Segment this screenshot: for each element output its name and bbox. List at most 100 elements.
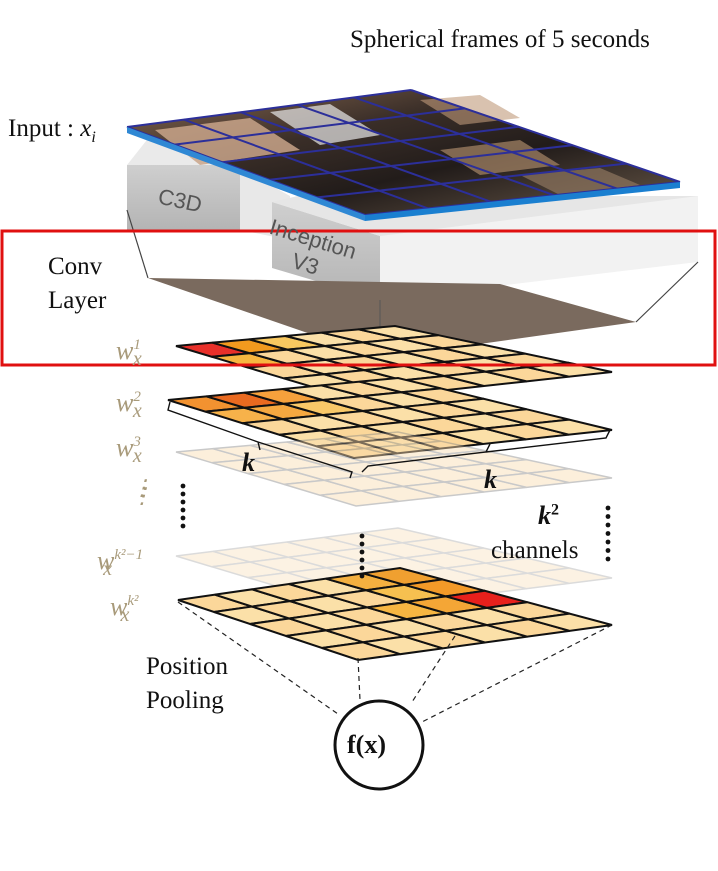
weight-cell	[249, 454, 327, 471]
ellipsis-dot	[605, 522, 611, 528]
weight-cell	[485, 572, 570, 590]
input-label: Input : xi	[8, 115, 96, 147]
k-label-left: k	[242, 448, 255, 477]
weight-cell	[402, 481, 485, 498]
weight-cell	[405, 467, 487, 483]
input-frames	[126, 89, 681, 221]
ellipsis-dot	[180, 515, 186, 521]
conv-label-line1: Conv	[48, 253, 103, 280]
weight-cell	[175, 447, 251, 464]
weight-cell	[527, 567, 613, 585]
k-label-right: k	[484, 465, 497, 494]
pooling-label-line2: Pooling	[146, 687, 224, 714]
input-sub: i	[91, 129, 96, 146]
weight-cell	[326, 546, 406, 564]
channels-label: channels	[491, 537, 579, 564]
ellipsis-dot	[180, 491, 186, 497]
output-label: f(x)	[347, 730, 386, 759]
weight-cell	[360, 527, 441, 544]
weight-cell	[324, 475, 404, 492]
ellipsis-dot	[605, 514, 611, 519]
ellipsis-dot	[359, 533, 365, 539]
ellipsis-dot	[359, 573, 365, 579]
weight-cell	[485, 458, 570, 474]
weight-cell	[444, 476, 527, 493]
weight-cell	[445, 462, 528, 479]
weight-cell	[211, 561, 288, 579]
weight-cell	[404, 552, 487, 569]
input-grid-line	[222, 125, 519, 164]
weight-cell	[326, 447, 406, 463]
weight-cell	[175, 550, 251, 568]
ellipsis-dot	[180, 523, 186, 529]
pooling-label: Position Pooling	[146, 650, 228, 718]
weight-cell	[286, 437, 365, 453]
input-grid-line	[240, 111, 492, 203]
pooling-dashes	[177, 601, 613, 723]
weight-ellipsis: ⋮⋮	[131, 475, 153, 508]
weight-cell	[364, 542, 445, 559]
ellipsis-dot	[180, 499, 186, 505]
weight-cell	[319, 490, 399, 507]
weight-label-k2-1: wk²−1x	[97, 546, 144, 580]
input-grid-line	[183, 118, 429, 210]
channels-symbol: k2	[538, 501, 559, 530]
weight-label-k2: wk²x	[110, 592, 139, 626]
weight-cell	[286, 536, 365, 554]
ellipsis-dot	[180, 483, 186, 489]
ellipsis-dot	[605, 548, 611, 553]
input-grid-line	[126, 89, 412, 128]
weight-cell	[527, 468, 613, 484]
ellipsis-dot	[605, 556, 611, 562]
input-grid-line	[410, 89, 681, 183]
weight-cell	[402, 440, 484, 456]
k-brace-right	[361, 429, 611, 473]
input-label-text: Input :	[8, 115, 81, 142]
ellipsis-dot	[359, 557, 365, 563]
ellipsis-dot	[605, 505, 611, 511]
grid-w2	[167, 376, 613, 460]
weight-cell	[211, 458, 288, 475]
input-grid-line	[269, 144, 573, 181]
weight-cell	[247, 468, 325, 486]
input-grid-line	[297, 103, 555, 197]
weight-label-3: w3x	[116, 433, 142, 467]
weight-cell	[287, 465, 365, 482]
weight-label-1: w1x	[116, 336, 142, 370]
weight-cell	[361, 485, 442, 503]
ellipsis-dot	[359, 549, 365, 555]
highlight-box	[0, 229, 717, 367]
weight-cell	[485, 557, 570, 574]
weight-cell	[288, 551, 366, 569]
conv-layer-plate	[148, 278, 636, 358]
weight-label-2: w2x	[116, 388, 142, 422]
ellipsis-dot	[605, 531, 611, 536]
weight-cell	[444, 547, 527, 564]
ellipsis-dot	[180, 507, 186, 513]
k-brace-left	[167, 401, 353, 479]
weight-cell	[323, 434, 403, 450]
weight-cell	[288, 451, 366, 467]
weight-cell	[212, 444, 289, 460]
ellipsis-dot	[359, 541, 365, 547]
weight-cell	[485, 472, 570, 489]
weight-cell	[283, 479, 362, 496]
weight-cell	[212, 545, 289, 563]
weight-cell	[323, 531, 403, 549]
weight-cell	[444, 449, 527, 465]
grid-wk2	[177, 566, 613, 662]
input-grid-line	[317, 162, 627, 199]
ellipsis-dot	[605, 539, 611, 545]
weight-cell	[445, 562, 528, 580]
weight-cell	[364, 471, 445, 488]
weight-cell	[360, 431, 441, 446]
weight-cell	[249, 556, 327, 574]
ellipsis-dot	[359, 565, 365, 571]
inception-block	[272, 196, 698, 300]
conv-label-line2: Layer	[48, 287, 107, 314]
weight-cell	[526, 418, 613, 436]
weight-cell	[249, 541, 327, 558]
weight-cell	[404, 453, 487, 469]
